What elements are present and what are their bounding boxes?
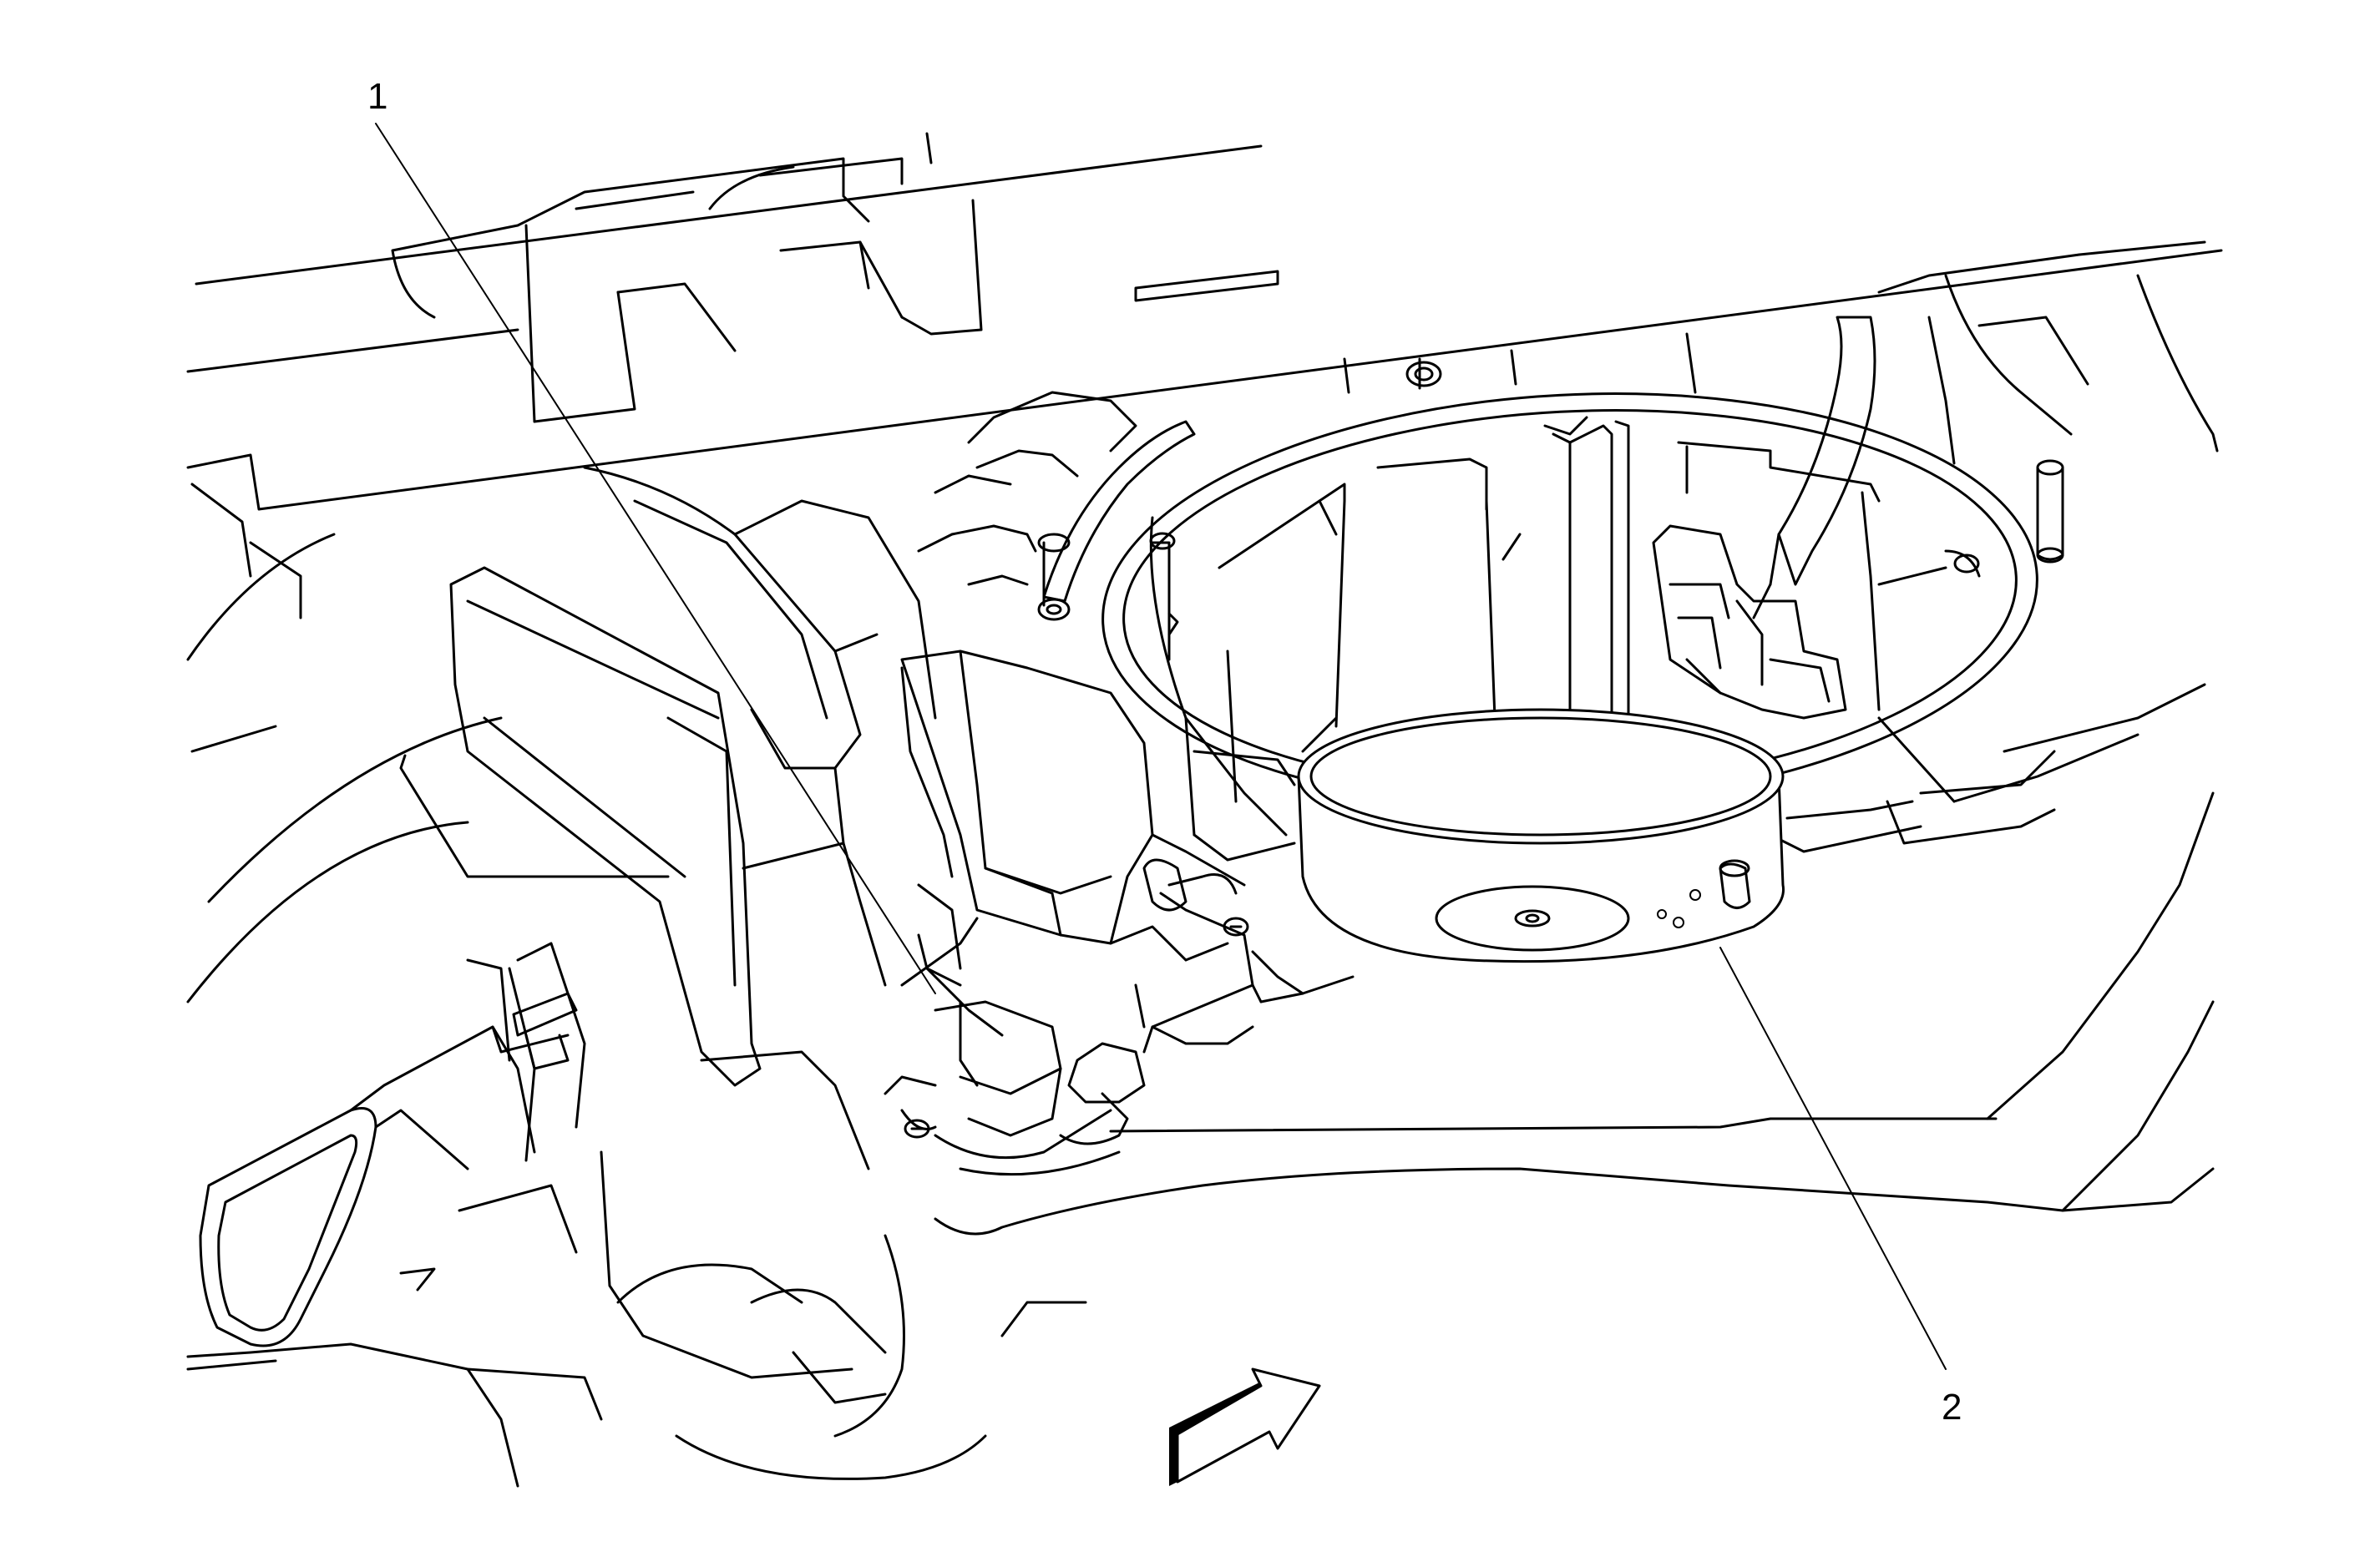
right-post [2036,459,2064,564]
blower-housing-ring [1101,392,2206,862]
callout-2-label: 2 [1942,1387,1962,1428]
blower-motor-2 [1297,708,1785,963]
upper-dash-panel [186,132,2223,578]
callout-1-leader [375,123,936,994]
vacuum-hose [917,332,1697,661]
floor-panel [186,791,2215,1371]
motor-connector [1652,316,1876,720]
actuator-module-1 [884,650,1263,1176]
callout-1-label: 1 [367,76,387,117]
callout-leaders [375,123,1947,1370]
direction-arrow-icon [1169,1367,1321,1486]
lower-left-bracket [186,958,603,1488]
left-duct-housing [186,466,987,1480]
callout-2-leader [1719,947,1947,1370]
